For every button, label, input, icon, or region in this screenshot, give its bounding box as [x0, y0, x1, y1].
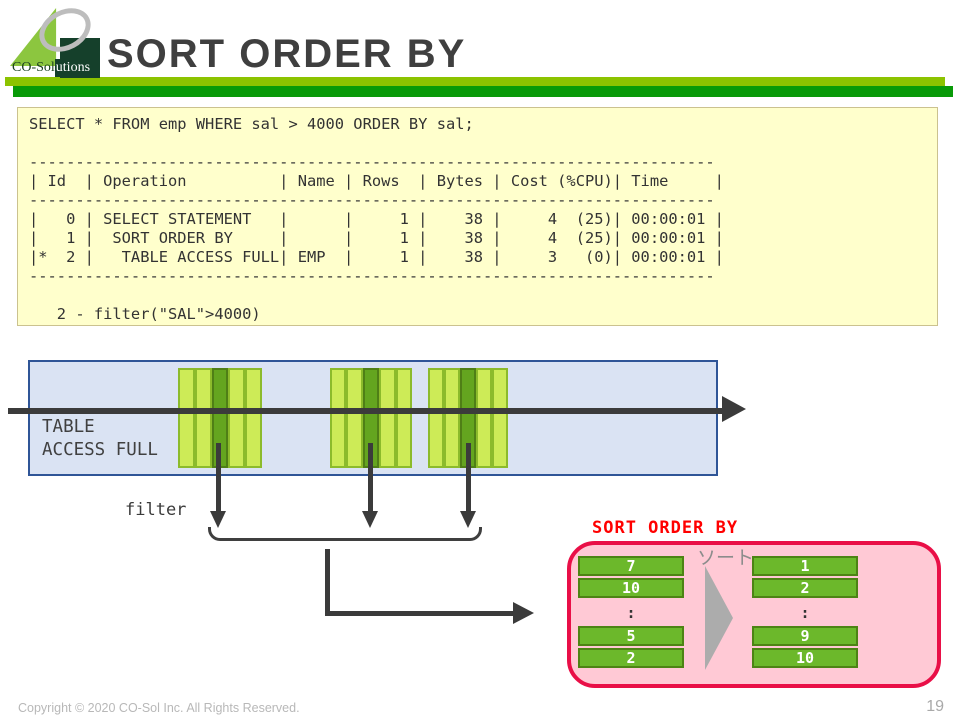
code-line: | Id | Operation | Name | Rows | Bytes |…: [29, 172, 724, 190]
data-block-group: [178, 368, 262, 468]
filter-arrow-line: [368, 443, 373, 513]
code-line: |* 2 | TABLE ACCESS FULL| EMP | 1 | 38 |…: [29, 248, 724, 266]
header-divider-light: [5, 77, 945, 86]
code-line: [29, 286, 937, 305]
code-line: 2 - filter("SAL">4000): [29, 305, 261, 323]
value-bar: 5: [578, 626, 684, 646]
data-stripe: [444, 368, 460, 468]
data-stripe: [245, 368, 262, 468]
scan-arrow-head-icon: [722, 396, 746, 422]
logo-text-right: utions: [54, 59, 94, 77]
code-line: [29, 134, 937, 153]
filter-arrow-head-icon: [210, 511, 226, 528]
scan-arrow-line: [8, 408, 722, 414]
header-divider-dark: [13, 86, 953, 97]
filter-label: filter: [125, 500, 187, 520]
page-number: 19: [926, 698, 944, 715]
data-stripe: [330, 368, 347, 468]
code-line: | 0 | SELECT STATEMENT | | 1 | 38 | 4 (2…: [29, 210, 724, 228]
filter-arrow-head-icon: [460, 511, 476, 528]
sort-order-by-label: SORT ORDER BY: [592, 518, 739, 538]
connector-line-horizontal: [325, 611, 514, 616]
sorted-values-stack: 1 2 : 9 10: [752, 556, 858, 670]
ellipsis-colon: :: [626, 604, 636, 622]
filter-arrow-head-icon: [362, 511, 378, 528]
value-bar: 2: [578, 648, 684, 668]
code-line: ----------------------------------------…: [29, 267, 715, 285]
code-line: SELECT * FROM emp WHERE sal > 4000 ORDER…: [29, 115, 474, 133]
page-title: SORT ORDER BY: [107, 32, 467, 76]
execution-plan-code-block: SELECT * FROM emp WHERE sal > 4000 ORDER…: [17, 107, 938, 326]
data-stripe: [492, 368, 508, 468]
data-block-group: [330, 368, 413, 468]
code-line: ----------------------------------------…: [29, 153, 715, 171]
table-access-full-label: TABLE ACCESS FULL: [42, 417, 158, 460]
connector-arrow-head-icon: [513, 602, 534, 624]
logo-text: CO-Solutions: [12, 59, 94, 77]
data-stripe: [228, 368, 246, 468]
value-bar: 7: [578, 556, 684, 576]
filter-arrow-line: [466, 443, 471, 513]
value-bar: 2: [752, 578, 858, 598]
data-stripe: [379, 368, 396, 468]
data-stripe: [428, 368, 444, 468]
value-bar: 10: [578, 578, 684, 598]
data-stripe: [476, 368, 492, 468]
value-bar: 10: [752, 648, 858, 668]
data-stripe: [178, 368, 195, 468]
connector-line-vertical: [325, 549, 330, 615]
code-line: ----------------------------------------…: [29, 191, 715, 209]
sort-note-label: ソート: [697, 547, 755, 569]
data-stripe: [194, 368, 212, 468]
data-block-group: [428, 368, 508, 468]
value-bar: 1: [752, 556, 858, 576]
grouping-bracket: [208, 527, 482, 541]
data-stripe: [395, 368, 413, 468]
data-stripe: [346, 368, 363, 468]
code-line: | 1 | SORT ORDER BY | | 1 | 38 | 4 (25)|…: [29, 229, 724, 247]
copyright-text: Copyright © 2020 CO-Sol Inc. All Rights …: [18, 701, 300, 715]
ellipsis-colon: :: [800, 604, 810, 622]
filter-arrow-line: [216, 443, 221, 513]
value-bar: 9: [752, 626, 858, 646]
logo-text-left: CO-Sol: [12, 60, 55, 75]
unsorted-values-stack: 7 10 : 5 2: [578, 556, 684, 670]
company-logo: CO-Solutions: [8, 0, 104, 78]
